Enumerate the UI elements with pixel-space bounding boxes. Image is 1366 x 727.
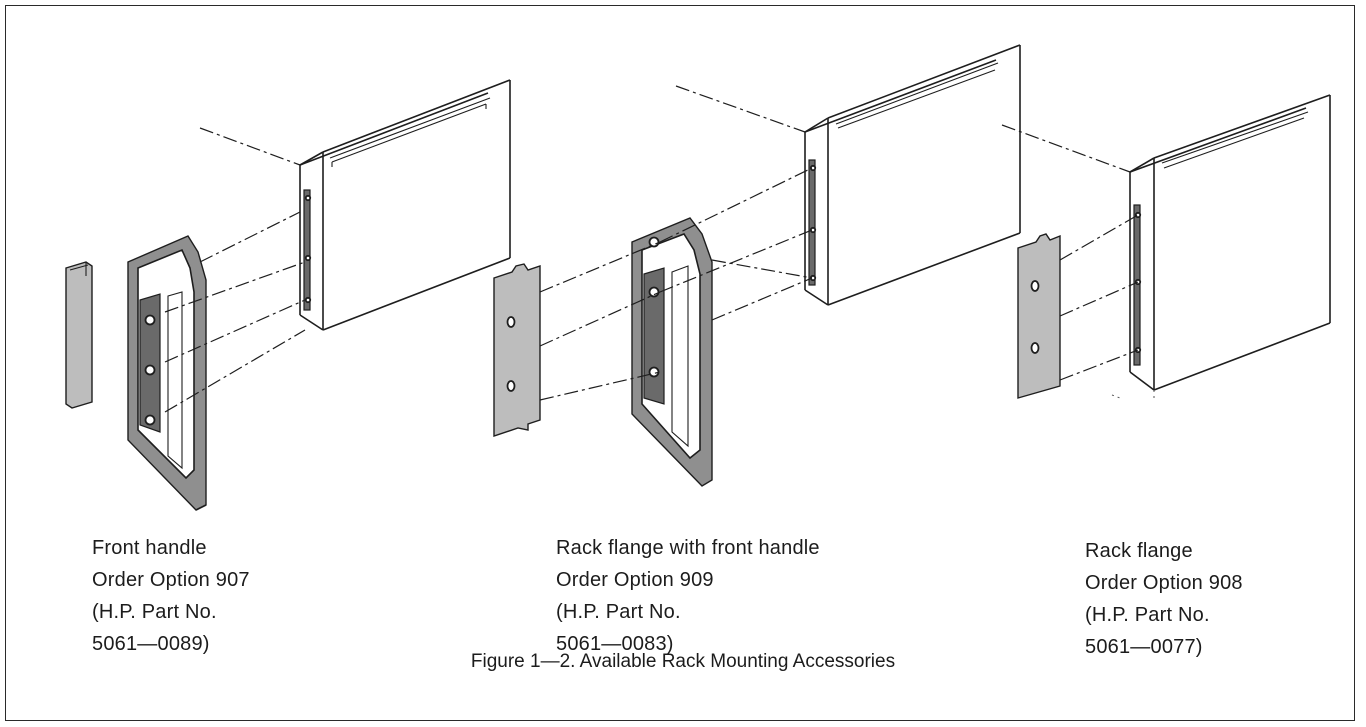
flange-with-handle-caption: Rack flange with front handle Order Opti… <box>556 532 820 660</box>
figure-caption: Figure 1—2. Available Rack Mounting Acce… <box>470 651 896 672</box>
part-prefix: (H.P. Part No. <box>1085 604 1210 626</box>
flange-handle-diagram <box>493 44 1021 487</box>
rack-flange-diagram <box>1001 94 1331 400</box>
instrument-box-middle <box>675 44 1021 306</box>
rack-flange-caption: Rack flange Order Option 908 (H.P. Part … <box>1085 535 1243 663</box>
front-handle-part <box>127 235 207 511</box>
figure-frame <box>5 5 1355 721</box>
part-number: 5061—0077) <box>1085 636 1203 658</box>
instrument-box-left <box>199 79 511 331</box>
part-prefix: (H.P. Part No. <box>556 601 681 623</box>
part-prefix: (H.P. Part No. <box>92 601 217 623</box>
front-handle-caption: Front handle Order Option 907 (H.P. Part… <box>92 532 250 660</box>
accessory-name: Rack flange <box>1085 540 1193 562</box>
accessory-name: Front handle <box>92 537 207 559</box>
order-option: Order Option 907 <box>92 569 250 591</box>
front-handle-diagram <box>65 79 511 511</box>
part-number: 5061—0083) <box>556 633 674 655</box>
order-option: Order Option 909 <box>556 569 714 591</box>
rack-flange-right <box>1017 233 1061 399</box>
trim-strip-left <box>65 261 93 409</box>
front-handle-middle <box>631 217 713 487</box>
rack-flange-middle <box>493 263 541 437</box>
order-option: Order Option 908 <box>1085 572 1243 594</box>
part-number: 5061—0089) <box>92 633 210 655</box>
accessory-name: Rack flange with front handle <box>556 537 820 559</box>
